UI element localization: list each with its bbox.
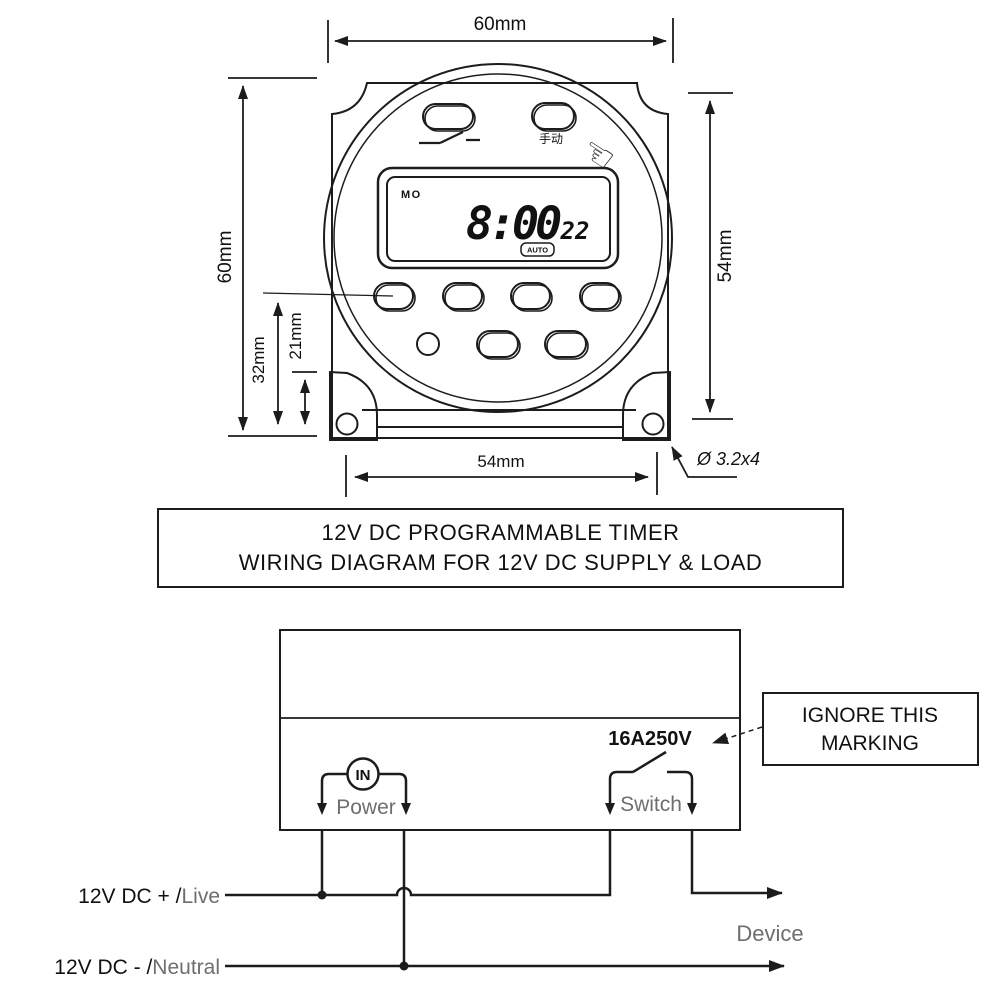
lcd-time-text: 8:00 — [466, 197, 561, 250]
dim-base-offset-label: 21mm — [286, 312, 305, 359]
lcd-mode-text: AUTO — [527, 246, 548, 255]
dimension-height-left: 60mm — [215, 77, 317, 437]
lcd-seconds-text: 22 — [560, 217, 590, 245]
title-line-2: WIRING DIAGRAM FOR 12V DC SUPPLY & LOAD — [238, 550, 763, 575]
power-label: Power — [336, 796, 396, 819]
dim-height-right-label: 54mm — [715, 230, 736, 283]
mounting-hole-left — [335, 412, 359, 436]
dimension-base-offset: 21mm — [286, 312, 317, 425]
dim-buttons-offset-label: 32mm — [249, 336, 268, 383]
switch-arrow-left — [605, 803, 615, 815]
timer-outline-box — [279, 629, 741, 831]
switch-rating-label: 16A250V — [608, 728, 692, 750]
dimension-width-top: 60mm — [327, 14, 674, 63]
ignore-marking-arrow — [712, 726, 763, 745]
lcd-day-text: MO — [401, 189, 422, 201]
lcd-mode-badge — [520, 242, 555, 257]
button-leader-line — [262, 292, 394, 297]
technical-drawing-svg: 手动 ☜ MO 8:00 22 AUTO — [215, 14, 760, 497]
device-face-outer — [323, 63, 673, 413]
power-arrow-right — [401, 803, 411, 815]
mounting-hole-label: Ø 3.2x4 — [696, 449, 760, 469]
mounting-foot-right — [622, 370, 671, 441]
timer-switch-button — [422, 103, 476, 132]
device-label: Device — [736, 921, 803, 946]
wires — [225, 830, 785, 972]
title-line-1: 12V DC PROGRAMMABLE TIMER — [321, 520, 680, 545]
dimension-buttons-offset: 32mm — [249, 302, 283, 425]
dim-height-left-label: 60mm — [215, 231, 236, 284]
ignore-marking-line1: IGNORE THIS — [802, 704, 938, 727]
negative-wire-label: 12V DC - /Neutral — [54, 956, 220, 979]
switch-blade-icon — [632, 750, 667, 774]
switch-terminal-group: 16A250V Switch — [605, 728, 697, 816]
positive-wire-label: 12V DC + /Live — [78, 885, 220, 908]
power-arrow-left — [317, 803, 327, 815]
button-row-1 — [373, 282, 622, 312]
mounting-hole-callout: Ø 3.2x4 — [671, 446, 760, 478]
button-row-2 — [416, 330, 589, 360]
ignore-marking-line2: MARKING — [821, 732, 919, 755]
junction-dot-neutral — [399, 961, 409, 971]
dimension-height-right: 54mm — [688, 92, 736, 420]
manual-button — [531, 102, 577, 132]
ignore-marking-callout: IGNORE THIS MARKING — [712, 692, 979, 766]
lcd-display: MO 8:00 22 AUTO — [376, 166, 620, 270]
timer-device: 手动 ☜ MO 8:00 22 AUTO — [262, 63, 673, 441]
in-circle-icon — [346, 757, 380, 791]
in-label: IN — [356, 767, 371, 784]
dimension-width-bottom: 54mm — [345, 452, 658, 497]
power-terminal-group: IN Power — [317, 757, 411, 819]
ignore-marking-box — [762, 692, 979, 766]
switched-output-wire — [690, 830, 783, 899]
device-face-inner — [333, 73, 663, 403]
switch-contact-icon — [419, 131, 480, 145]
junction-dot-live — [317, 890, 327, 900]
manual-button-label: 手动 — [539, 132, 563, 146]
live-wire — [225, 830, 612, 897]
device-body — [331, 82, 669, 439]
switch-label: Switch — [620, 793, 682, 816]
wiring-diagram-svg: IN Power 16A250V Switch IGNORE THIS MARK… — [54, 629, 979, 979]
dim-width-bottom-label: 54mm — [477, 452, 524, 471]
switch-arrow-right — [687, 803, 697, 815]
mounting-hole-right — [641, 412, 665, 436]
dim-width-top-label: 60mm — [474, 14, 527, 35]
mounting-foot-left — [329, 370, 378, 441]
title-box: 12V DC PROGRAMMABLE TIMER WIRING DIAGRAM… — [157, 508, 844, 588]
